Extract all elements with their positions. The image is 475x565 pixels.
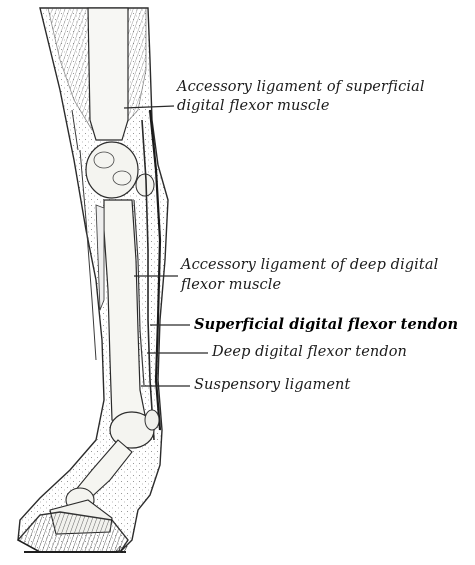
label-accessory-sdf-line2: digital flexor muscle: [177, 97, 330, 116]
radius-bone: [88, 8, 128, 140]
carpal-bones: [86, 142, 138, 198]
label-ddf-tendon: Deep digital flexor tendon: [212, 343, 407, 362]
label-suspensory-ligament: Suspensory ligament: [194, 376, 350, 395]
artist-signature: 47: [116, 546, 127, 556]
accessory-carpal: [136, 174, 154, 196]
sesamoid: [145, 410, 159, 430]
label-accessory-ddf-line2: flexor muscle: [181, 276, 281, 295]
label-accessory-sdf-line1: Accessory ligament of superficial: [177, 78, 425, 97]
label-sdf-tendon: Superficial digital flexor tendon: [194, 315, 458, 334]
label-accessory-ddf-line1: Accessory ligament of deep digital: [181, 256, 438, 275]
